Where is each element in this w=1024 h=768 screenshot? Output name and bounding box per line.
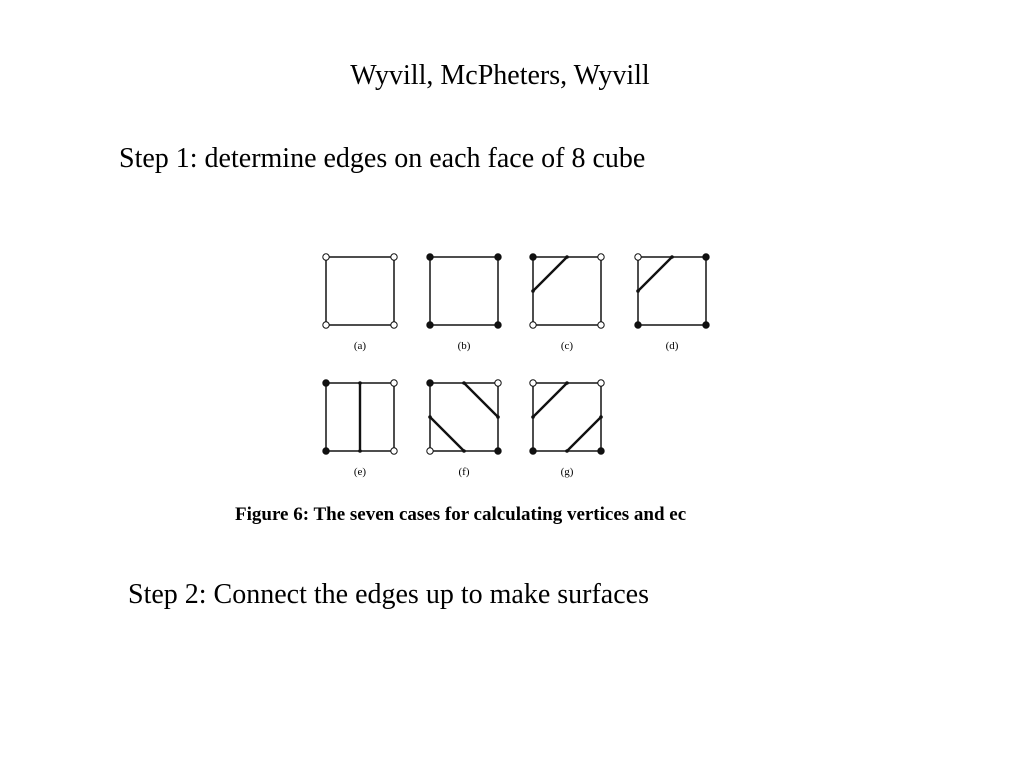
step-1-text: Step 1: determine edges on each face of … — [119, 143, 646, 174]
corner-inside-dot — [494, 321, 502, 329]
square-outline — [532, 256, 602, 326]
contour-segment — [532, 382, 568, 418]
step-2-text: Step 2: Connect the edges up to make sur… — [128, 579, 649, 610]
edge-intersection-dot — [358, 449, 362, 453]
slide-title: Wyvill, McPheters, Wyvill — [350, 60, 650, 91]
corner-outside-dot — [597, 321, 605, 329]
corner-outside-dot — [597, 253, 605, 261]
edge-intersection-dot — [462, 449, 466, 453]
corner-outside-dot — [390, 253, 398, 261]
square-outline — [429, 256, 499, 326]
panel-g: (g) — [529, 379, 605, 478]
contour-segment — [532, 256, 568, 292]
edge-intersection-dot — [531, 289, 535, 293]
edge-intersection-dot — [462, 381, 466, 385]
edge-intersection-dot — [599, 415, 603, 419]
panel-d: (d) — [634, 253, 710, 352]
panel-b: (b) — [426, 253, 502, 352]
corner-outside-dot — [426, 447, 434, 455]
corner-outside-dot — [494, 379, 502, 387]
edge-intersection-dot — [428, 415, 432, 419]
figure-caption: Figure 6: The seven cases for calculatin… — [235, 504, 686, 525]
figure-panels: (a) (b) (c) (d) (e) (f) (g) — [322, 253, 710, 478]
panel-c: (c) — [529, 253, 605, 352]
corner-outside-dot — [634, 253, 642, 261]
panel-label: (a) — [354, 340, 367, 352]
corner-outside-dot — [322, 321, 330, 329]
square-outline — [637, 256, 707, 326]
corner-inside-dot — [494, 253, 502, 261]
panel-a: (a) — [322, 253, 398, 352]
panel-label: (b) — [458, 340, 471, 352]
panel-label: (g) — [561, 466, 574, 478]
edge-intersection-dot — [565, 255, 569, 259]
corner-inside-dot — [426, 253, 434, 261]
contour-segment — [637, 256, 673, 292]
corner-inside-dot — [426, 321, 434, 329]
square-outline — [325, 256, 395, 326]
panel-f: (f) — [426, 379, 502, 478]
panel-label: (c) — [561, 340, 574, 352]
corner-inside-dot — [529, 447, 537, 455]
figure-6-diagram: (a) (b) (c) (d) (e) (f) (g) Figure 6: The seve… — [235, 253, 710, 525]
edge-intersection-dot — [670, 255, 674, 259]
square-outline — [429, 382, 499, 452]
corner-inside-dot — [426, 379, 434, 387]
corner-inside-dot — [322, 447, 330, 455]
corner-outside-dot — [529, 379, 537, 387]
corner-outside-dot — [390, 379, 398, 387]
edge-intersection-dot — [531, 415, 535, 419]
contour-segment — [429, 416, 465, 452]
corner-inside-dot — [494, 447, 502, 455]
corner-inside-dot — [702, 253, 710, 261]
edge-intersection-dot — [565, 449, 569, 453]
corner-inside-dot — [529, 253, 537, 261]
corner-inside-dot — [702, 321, 710, 329]
edge-intersection-dot — [496, 415, 500, 419]
edge-intersection-dot — [358, 381, 362, 385]
corner-outside-dot — [322, 253, 330, 261]
edge-intersection-dot — [565, 381, 569, 385]
edge-intersection-dot — [636, 289, 640, 293]
corner-inside-dot — [597, 447, 605, 455]
panel-e: (e) — [322, 379, 398, 478]
panel-label: (f) — [459, 466, 470, 478]
contour-segment — [566, 416, 602, 452]
corner-outside-dot — [529, 321, 537, 329]
corner-inside-dot — [634, 321, 642, 329]
square-outline — [532, 382, 602, 452]
corner-inside-dot — [322, 379, 330, 387]
panel-label: (e) — [354, 466, 367, 478]
panel-label: (d) — [666, 340, 679, 352]
corner-outside-dot — [390, 447, 398, 455]
contour-segment — [463, 382, 499, 418]
corner-outside-dot — [597, 379, 605, 387]
corner-outside-dot — [390, 321, 398, 329]
